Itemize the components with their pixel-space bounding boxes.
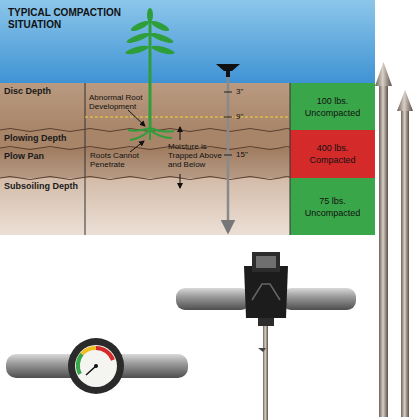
column-divider xyxy=(290,83,291,235)
soil-layer-band: Disc Depth xyxy=(0,83,290,130)
column-divider xyxy=(85,83,86,235)
pressure-box: 75 lbs. Uncompacted xyxy=(290,178,375,235)
soil-layer-band: Subsoiling Depth xyxy=(0,178,290,235)
callout-text: Roots Cannot Penetrate xyxy=(90,151,148,169)
moisture-arrow xyxy=(180,127,181,140)
pressure-box: 400 lbs. Compacted xyxy=(290,130,375,178)
layer-name: Subsoiling Depth xyxy=(4,181,84,191)
layer-name: Plow Pan xyxy=(4,151,84,161)
depth-mark: 15" xyxy=(236,150,256,159)
callout-text: Abnormal Root Development xyxy=(89,93,151,111)
layer-name: Disc Depth xyxy=(4,86,84,96)
pressure-reading: 400 lbs. Compacted xyxy=(290,130,375,178)
diagram-title: TYPICAL COMPACTION SITUATION xyxy=(8,7,128,31)
pressure-reading: 100 lbs. Uncompacted xyxy=(290,83,375,130)
moisture-arrow xyxy=(180,174,181,188)
depth-mark: 9" xyxy=(236,112,256,121)
pressure-box: 100 lbs. Uncompacted xyxy=(290,83,375,130)
penetrometer-rod xyxy=(375,62,413,417)
depth-mark: 3" xyxy=(236,87,256,96)
layer-name: Plowing Depth xyxy=(4,133,84,143)
callout-text: Moisture is Trapped Above and Below xyxy=(168,142,224,169)
soil-layer-band: Plowing Depth xyxy=(0,130,290,148)
penetrometer-device xyxy=(176,252,356,420)
gauge-handle xyxy=(6,338,188,394)
pressure-reading: 75 lbs. Uncompacted xyxy=(290,178,375,235)
